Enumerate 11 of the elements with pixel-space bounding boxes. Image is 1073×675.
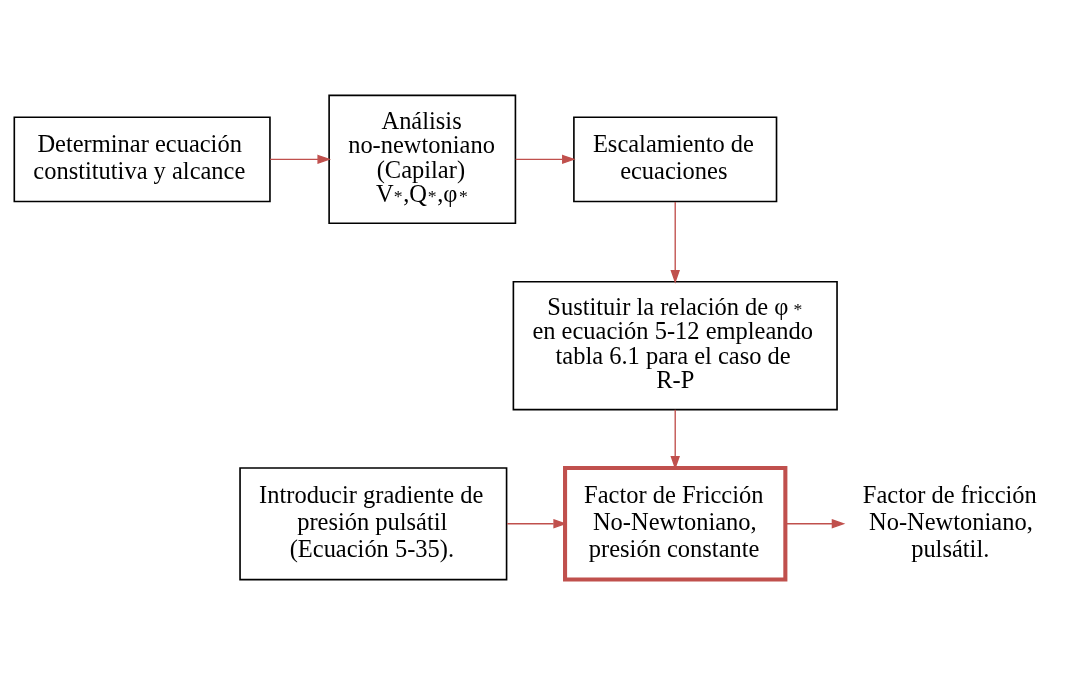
arrow (269, 154, 332, 165)
arrow (514, 154, 576, 165)
node-box: Análisis no-newtoniano (Capilar) V*,Q*,φ* (328, 94, 517, 225)
node-box: Sustituir la relación de φ* en ecuación 5-12 empleando tabla 6.1 para el caso de R-P (512, 280, 838, 411)
node-box: Escalamiento de ecuaciones (573, 116, 778, 203)
node-text: Factor de fricción No-Newtoniano, pulsátil. (862, 480, 1037, 562)
node-box: Factor de Fricción No-Newtoniano, presión constante (563, 466, 788, 582)
node-box: Introducir gradiente de presión pulsátil (Ecuación 5-35). (239, 467, 508, 581)
arrow (785, 519, 846, 529)
arrow (670, 201, 680, 284)
node-box: Determinar ecuación constitutiva y alcance (13, 116, 271, 203)
